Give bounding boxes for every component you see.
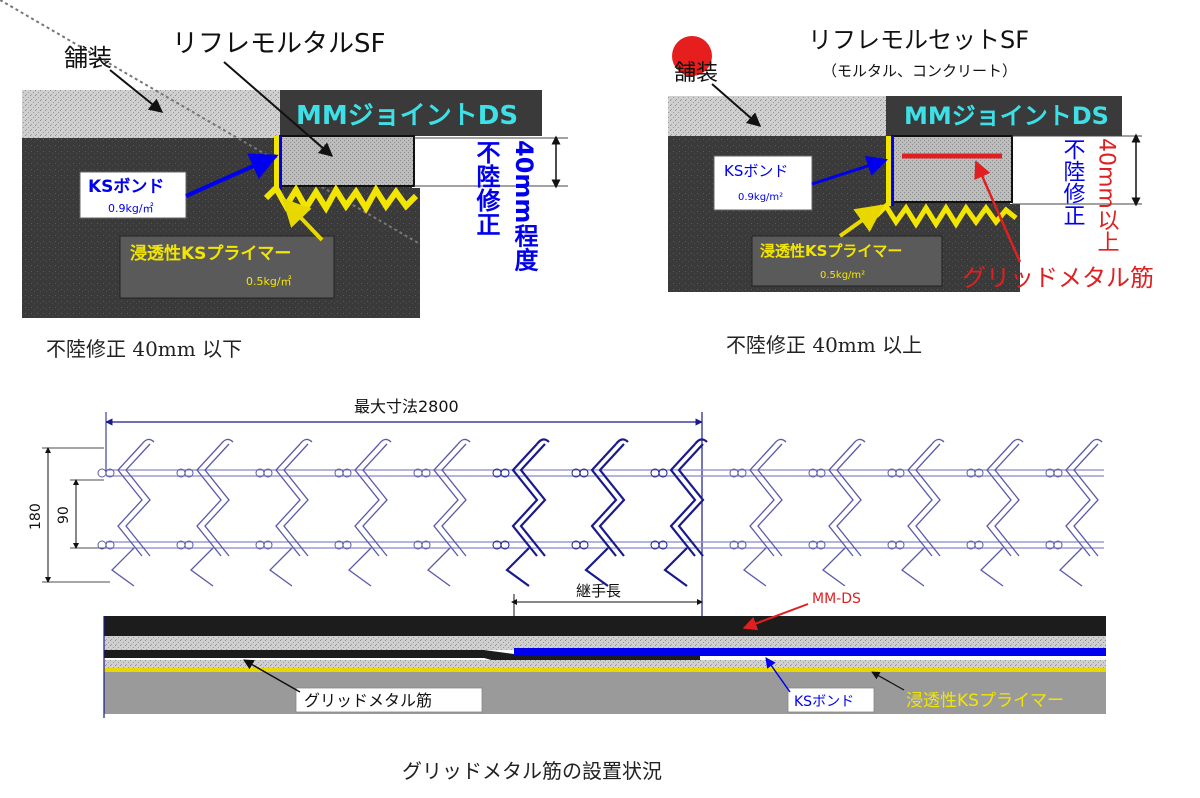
bottom-section: 最大寸法2800 180 90 継手長 MM-DS グリッドメタル筋 (28, 397, 1106, 783)
mesh-unit (808, 438, 866, 587)
left-mortar-arrow (223, 61, 334, 157)
right-bond-box (713, 155, 813, 211)
right-joint-bar (886, 96, 1122, 136)
left-bond-label: KSボンド (88, 177, 164, 197)
mesh-unit (413, 438, 471, 587)
right-correction-sub: 40mm以上 (1094, 138, 1119, 253)
mesh-unit (650, 438, 708, 587)
left-pavement-label: 舗装 (64, 44, 112, 72)
right-pavement-label: 舗装 (674, 61, 718, 86)
left-primer-rate: 0.5kg/㎡ (246, 275, 292, 288)
mesh-unit (1045, 438, 1103, 587)
xsec-bond-arrow (765, 657, 791, 693)
right-bond-rate: 0.9kg/m² (738, 192, 783, 203)
right-primer-arrow (838, 204, 885, 238)
xsec-primer-label: 浸透性KSプライマー (906, 691, 1064, 711)
xsec-rebar-label: グリッドメタル筋 (304, 691, 432, 710)
left-joint-bar (280, 90, 542, 136)
mmds-arrow (742, 603, 809, 631)
xsec-mortar (104, 636, 1106, 650)
right-bond-strip (886, 136, 893, 206)
left-pavement (22, 90, 280, 138)
mesh-unit (334, 438, 392, 587)
splice-label: 継手長 (576, 582, 621, 600)
dim-90-label: 90 (56, 506, 72, 524)
left-bond-arrow (185, 153, 279, 198)
xsec-bond-blue (514, 648, 1106, 656)
bottom-caption: グリッドメタル筋の設置状況 (402, 759, 662, 783)
left-correction-sub: 40mm程度 (510, 140, 538, 273)
left-white-gap (412, 136, 542, 188)
mesh-units (97, 438, 1103, 587)
right-rebar-arrow (974, 160, 1022, 263)
left-correction-main: 不陸修正 (472, 140, 501, 236)
xsec-primer-label-box (902, 686, 1102, 712)
right-correction-main: 不陸修正 (1060, 138, 1086, 226)
mmds-label: MM-DS (812, 591, 861, 607)
mmds-label-box (806, 586, 864, 608)
mesh-unit (255, 438, 313, 587)
mesh-unit (729, 438, 787, 587)
left-mortar-block (279, 135, 415, 187)
right-pavement-arrow (711, 83, 762, 127)
left-section: MMジョイントDS 浸透性KSプライマー 0.5kg/㎡ KSボンド 0.9kg… (0, 0, 568, 361)
xsec-top-black (104, 616, 1106, 636)
left-joint-label: MMジョイントDS (296, 101, 518, 131)
mesh-unit (176, 438, 234, 587)
right-pavement (668, 96, 886, 136)
red-dot-marker (672, 36, 712, 76)
mesh-unit (97, 438, 155, 587)
right-mortar-label: リフレモルセットSF (808, 26, 1029, 54)
mesh-unit (571, 438, 629, 587)
right-rebar-label: グリッドメタル筋 (962, 264, 1154, 292)
right-primer-box (751, 235, 943, 287)
right-caption: 不陸修正 40mm 以上 (726, 333, 922, 357)
dim-2800-label: 最大寸法2800 (354, 397, 459, 416)
left-primer-arrow (282, 197, 324, 242)
right-white-gap (1010, 136, 1122, 204)
xsec-primer-arrow (871, 671, 905, 691)
left-mortar-label: リフレモルタルSF (172, 29, 385, 59)
right-mortar-block (891, 135, 1013, 203)
mesh-unit (887, 438, 945, 587)
xsec-rebar-label-box (295, 687, 483, 713)
right-primer-label: 浸透性KSプライマー (760, 242, 902, 260)
right-bond-label: KSボンド (724, 162, 788, 180)
mesh-unit (966, 438, 1024, 587)
left-bond-rate: 0.9kg/㎡ (108, 202, 154, 215)
right-bond-arrow (811, 155, 888, 186)
left-primer-label: 浸透性KSプライマー (130, 243, 291, 264)
right-joint-label: MMジョイントDS (904, 102, 1109, 130)
right-bond-edge (891, 136, 894, 206)
left-caption: 不陸修正 40mm 以下 (46, 337, 242, 361)
dim-180-label: 180 (28, 503, 44, 530)
xsec-gray-sub (104, 660, 1106, 670)
xsec-bond-label: KSボンド (794, 694, 854, 710)
mesh-unit (492, 438, 550, 587)
left-pavement-arrow (109, 69, 164, 113)
xsec-primer-yellow (104, 668, 1106, 672)
left-primer-box (119, 235, 335, 299)
left-bond-edge (279, 136, 282, 190)
right-mortar-sub: （モルタル、コンクリート） (822, 62, 1017, 80)
right-primer-zigzag (874, 202, 1018, 229)
right-primer-rate: 0.5kg/m² (820, 270, 865, 281)
xsec-bond-label-box (787, 687, 875, 713)
right-section: MMジョイントDS 浸透性KSプライマー 0.5kg/m² KSボンド 0.9k… (668, 26, 1154, 357)
xsec-rebar-arrow (243, 659, 301, 693)
